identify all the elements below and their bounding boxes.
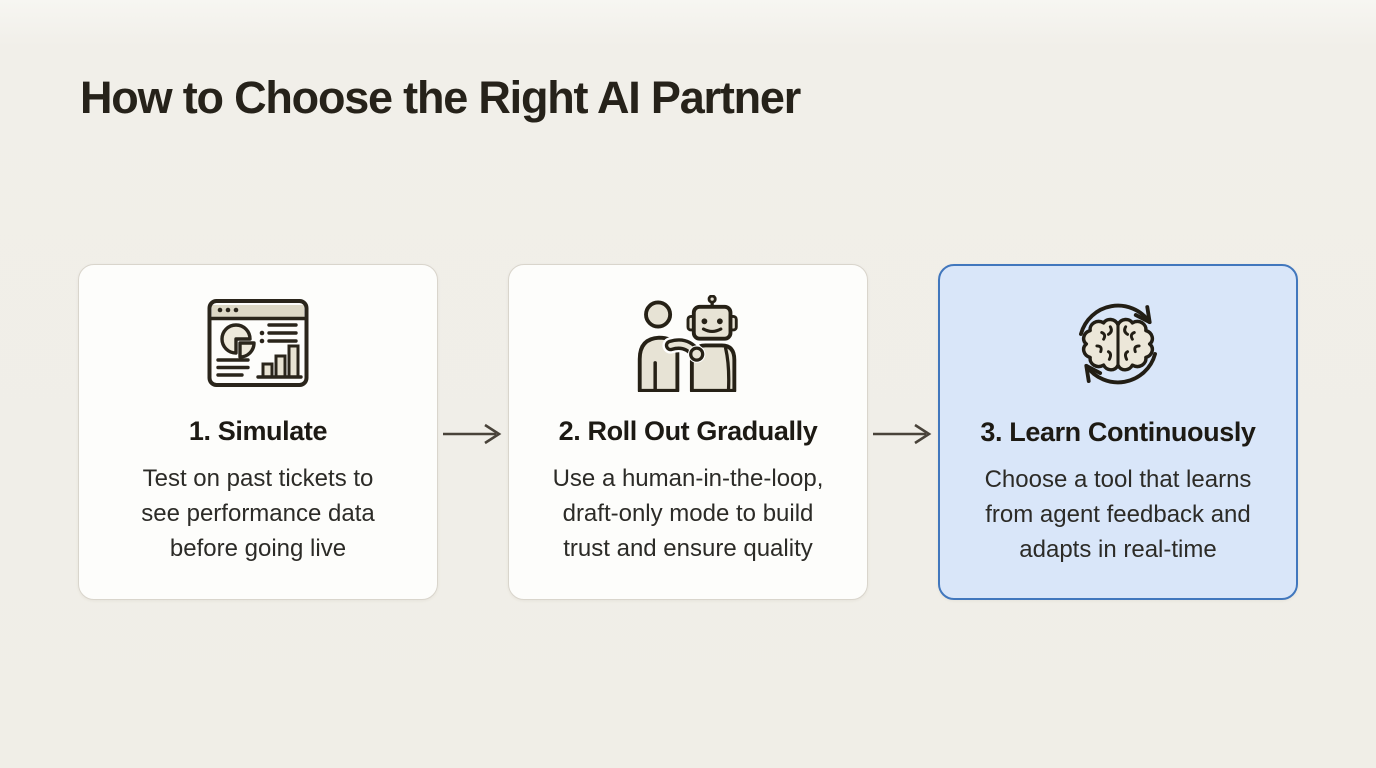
flow-arrow-icon [438,421,508,447]
step-description: Use a human-in-the-loop, draft-only mode… [552,465,824,562]
step-card-simulate: 1. Simulate Test on past tickets to see … [78,264,438,600]
flow-arrow-icon [868,421,938,447]
human-robot-handshake-icon [632,294,744,392]
step-title: 3. Learn Continuously [980,417,1256,447]
step-title: 1. Simulate [188,416,328,446]
steps-row: 1. Simulate Test on past tickets to see … [78,264,1298,600]
step-card-learn: 3. Learn Continuously Choose a tool that… [938,264,1298,600]
step-card-roll-out: 2. Roll Out Gradually Use a human-in-the… [508,264,868,600]
step-description: Test on past tickets to see performance … [141,465,375,562]
step-title: 2. Roll Out Gradually [558,416,818,446]
analytics-dashboard-icon [206,295,310,391]
page-title: How to Choose the Right AI Partner [80,72,801,123]
step-description: Choose a tool that learns from agent fee… [984,466,1252,563]
brain-cycle-icon [1070,296,1166,392]
